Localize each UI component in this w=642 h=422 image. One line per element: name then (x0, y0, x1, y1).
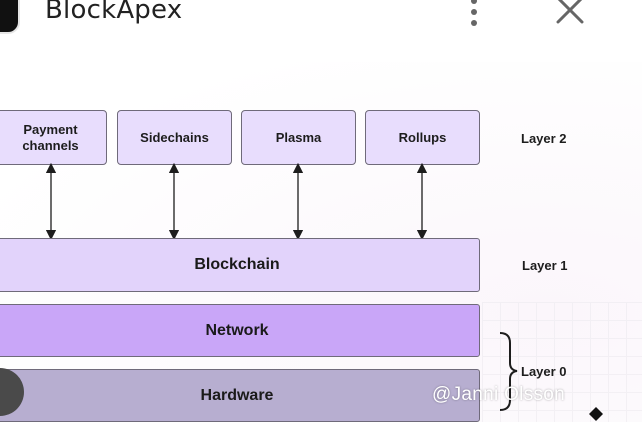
layer0-brace-icon (499, 332, 518, 411)
plasma-box: Plasma (241, 110, 356, 165)
watermark-text: @Janni Olsson (432, 384, 566, 405)
layer-2-label: Layer 2 (521, 131, 567, 146)
layer-0-label: Layer 0 (521, 364, 567, 379)
layer-1-label: Layer 1 (522, 258, 568, 273)
grid-decoration (482, 302, 642, 422)
more-options-icon[interactable] (462, 0, 486, 34)
blockchain-bar: Blockchain (0, 238, 480, 292)
hardware-bar: Hardware (0, 369, 480, 422)
network-bar: Network (0, 304, 480, 357)
app-icon (0, 0, 20, 34)
app-header: BlockApex (0, 0, 642, 54)
close-icon[interactable] (554, 0, 588, 30)
sidechains-box: Sidechains (117, 110, 232, 165)
rollups-box: Rollups (365, 110, 480, 165)
app-title: BlockApex (45, 0, 183, 25)
corner-logo-icon (589, 407, 603, 421)
payment-channels-box: Payment channels (0, 110, 107, 165)
